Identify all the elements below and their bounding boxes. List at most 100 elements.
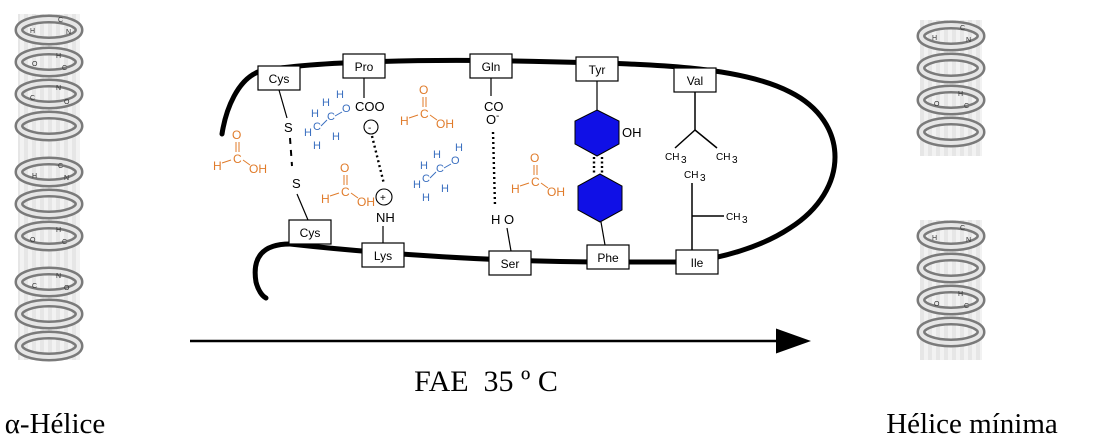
svg-text:OH: OH [249,162,267,176]
svg-text:C: C [531,175,540,189]
svg-text:H: H [313,140,321,152]
svg-text:OH: OH [622,125,642,140]
svg-text:H: H [420,160,428,172]
svg-text:COO: COO [355,99,385,114]
svg-text:CO: CO [484,99,504,114]
alpha-helix-left: HCN OHC CNO HCN OHC CNO [18,14,80,360]
right-title: Hélice mínima [886,408,1058,440]
svg-text:H: H [422,192,430,204]
svg-text:C: C [58,17,63,24]
svg-text:C: C [960,25,965,32]
arrow-label: FAE 35 º C [414,365,558,398]
residue-bottom-ser: Ser [488,250,532,276]
svg-text:OH: OH [547,185,565,199]
residue-top-cys: Cys [257,65,301,91]
svg-text:H: H [56,227,61,234]
svg-text:S: S [292,176,301,191]
aromatic-stacking: OH [574,81,642,246]
svg-text:H: H [413,179,421,191]
svg-text:O: O [32,61,38,68]
svg-text:H: H [511,182,520,196]
svg-text:C: C [58,163,63,170]
svg-text:H: H [958,291,963,298]
svg-text:C: C [420,107,429,121]
svg-text:H: H [213,159,222,173]
svg-text:+: + [380,193,386,204]
svg-text:O: O [232,128,241,142]
svg-text:N: N [56,85,61,92]
svg-text:OH: OH [357,195,375,209]
svg-text:Pro: Pro [355,60,374,74]
svg-text:C: C [313,121,321,133]
svg-text:CH: CH [665,152,679,163]
residue-bottom-phe: Phe [586,244,630,270]
svg-text:H: H [433,149,441,161]
svg-text:O: O [934,301,940,308]
svg-text:H: H [455,142,463,154]
svg-text:O: O [486,112,496,127]
svg-text:O: O [64,285,70,292]
phe-ring-icon [577,173,623,223]
svg-text:C: C [422,173,430,185]
svg-text:CH: CH [726,212,740,223]
ethanol-1: H C H H C H H O H [304,89,351,152]
svg-text:N: N [966,237,971,244]
svg-text:C: C [30,95,35,102]
svg-text:Lys: Lys [374,249,392,263]
svg-text:H: H [932,35,937,42]
svg-text:H: H [332,131,340,143]
svg-text:H: H [336,89,344,101]
svg-text:Ile: Ile [691,256,704,270]
svg-text:C: C [62,239,67,246]
svg-text:H: H [400,114,409,128]
hydrogen-bond-gln-ser: CO O - H O [484,78,514,252]
svg-text:-: - [496,111,499,122]
ethanol-2: H C H H C H H O H [413,142,463,204]
svg-text:N: N [56,273,61,280]
svg-text:H: H [321,192,330,206]
disulfide-bridge: S S [278,89,309,221]
svg-text:H: H [441,183,449,195]
svg-text:CH: CH [684,170,698,181]
svg-text:H: H [30,28,35,35]
formic-acid-3: O C H OH [321,161,375,209]
svg-text:Val: Val [687,74,703,88]
svg-text:H: H [311,108,319,120]
residue-top-val: Val [673,67,717,93]
svg-text:H: H [932,235,937,242]
svg-text:3: 3 [700,173,706,184]
svg-text:H: H [322,97,330,109]
peptide-backbone [219,57,838,301]
formic-acid-2: O C H OH [400,83,454,131]
residue-top-pro: Pro [342,53,386,79]
svg-text:N: N [64,175,69,182]
svg-text:H: H [958,91,963,98]
salt-bridge: COO - + NH [355,78,395,243]
svg-text:O: O [419,83,428,97]
formic-acid-1: O C H OH [213,128,267,176]
svg-text:O: O [934,101,940,108]
svg-text:C: C [32,283,37,290]
svg-text:3: 3 [681,155,687,166]
svg-text:Cys: Cys [269,72,290,86]
svg-text:O: O [30,237,36,244]
svg-text:OH: OH [436,117,454,131]
svg-text:C: C [964,303,969,310]
svg-text:NH: NH [376,210,395,225]
residue-bottom-cys: Cys [288,219,332,245]
svg-text:O: O [342,103,351,115]
svg-text:Tyr: Tyr [589,63,606,77]
svg-text:C: C [341,185,350,199]
svg-text:Cys: Cys [300,226,321,240]
svg-text:O: O [64,99,70,106]
svg-text:C: C [62,65,67,72]
svg-text:CH: CH [716,152,730,163]
svg-text:Ser: Ser [501,257,520,271]
svg-text:H: H [304,127,312,139]
svg-text:3: 3 [732,155,738,166]
svg-text:C: C [964,103,969,110]
residue-bottom-ile: Ile [675,249,719,275]
svg-text:Phe: Phe [597,251,619,265]
svg-text:O: O [451,155,460,167]
